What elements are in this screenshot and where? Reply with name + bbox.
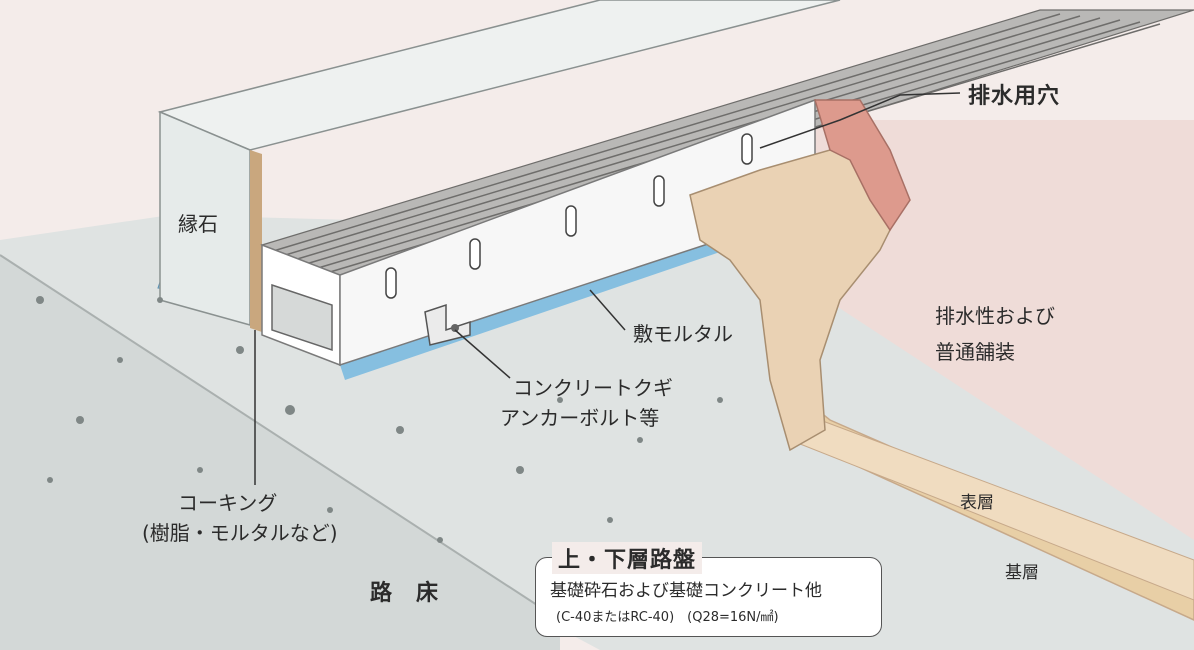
anchor-bolt xyxy=(451,324,459,332)
anchor-label-line1: コンクリートクギ xyxy=(513,376,673,400)
anchor-bracket xyxy=(424,303,471,346)
drain-hole-label: 排水用穴 xyxy=(968,84,1061,109)
drain-holes xyxy=(385,133,753,299)
roadbed-callout: 上・下層路盤 基礎砕石および基礎コンクリート他 (C-40またはRC-40) (… xyxy=(535,542,882,637)
roadbed-line2: (C-40またはRC-40) (Q28=16N/㎟) xyxy=(556,610,779,625)
caulking-strip xyxy=(250,150,262,332)
roadbed-line1: 基礎砕石および基礎コンクリート他 xyxy=(550,581,822,601)
pavement-top xyxy=(813,99,911,232)
bed-mortar-label: 敷モルタル xyxy=(633,322,733,346)
concrete-base-edge xyxy=(0,254,561,621)
channel-opening xyxy=(271,283,333,352)
caulking-label-line1: コーキング xyxy=(178,491,278,515)
concrete-base-face xyxy=(0,255,560,650)
curb-stone-label: 縁石 xyxy=(178,212,218,236)
pavement-label-line2: 普通舗装 xyxy=(935,340,1015,364)
caulking-label-line2: (樹脂・モルタルなど) xyxy=(142,521,338,545)
subgrade-label: 路 床 xyxy=(370,581,440,606)
bed-mortar-band xyxy=(340,240,720,380)
roadbed-title: 上・下層路盤 xyxy=(552,542,703,574)
pavement-label-line1: 排水性および xyxy=(935,304,1055,328)
anchor-label-line2: アンカーボルト等 xyxy=(500,406,660,430)
surface-layer-label: 表層 xyxy=(960,493,994,513)
base-layer-label: 基層 xyxy=(1005,563,1039,583)
